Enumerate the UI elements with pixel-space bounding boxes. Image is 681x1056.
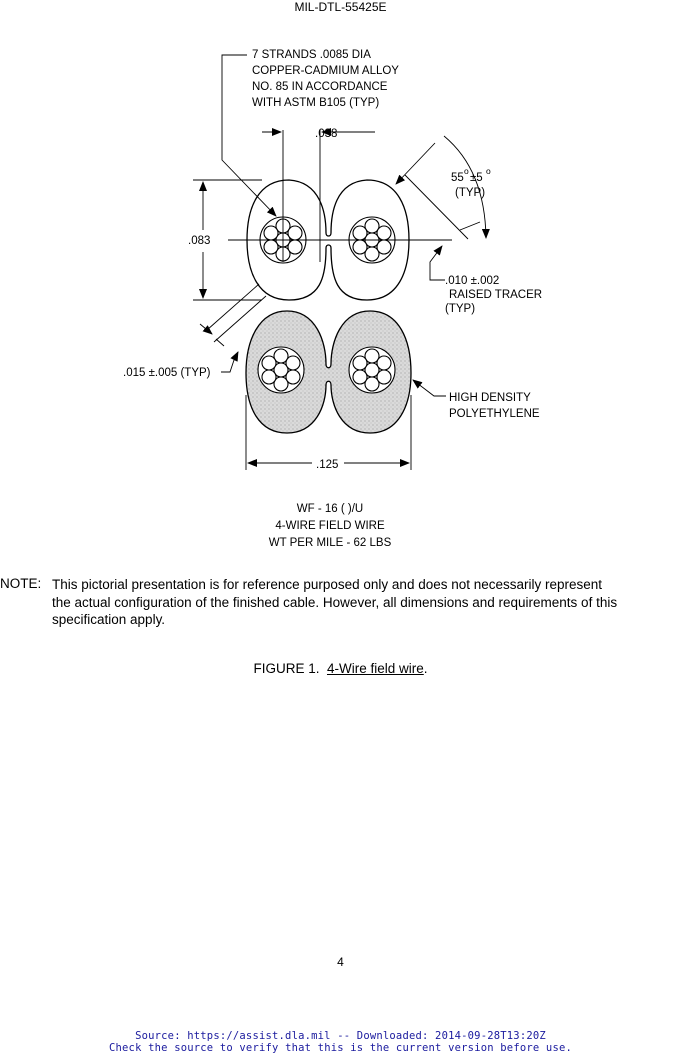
insulation-leader xyxy=(412,379,446,397)
note-label: NOTE: xyxy=(0,576,42,591)
angle-dimension xyxy=(395,135,490,240)
conductor-bottom-left xyxy=(257,346,305,394)
svg-text:COPPER-CADMIUM ALLOY: COPPER-CADMIUM ALLOY xyxy=(252,65,399,77)
svg-text:7 STRANDS .0085 DIA: 7 STRANDS .0085 DIA xyxy=(252,49,371,61)
raised-tracer-note: .010 ±.002 RAISED TRACER (TYP) xyxy=(445,275,542,315)
strand-note-leader xyxy=(221,54,277,217)
svg-text:WITH ASTM B105 (TYP): WITH ASTM B105 (TYP) xyxy=(252,97,379,109)
conductor-bottom-right xyxy=(348,346,396,394)
note-line: This pictorial presentation is for refer… xyxy=(52,577,603,592)
figure-title-caption: 4-Wire field wire xyxy=(326,661,424,676)
figure-title-suffix: . xyxy=(423,661,428,676)
insulation-note: HIGH DENSITY POLYETHYLENE xyxy=(449,392,540,420)
svg-text:HIGH DENSITY: HIGH DENSITY xyxy=(449,392,531,404)
figure-title-prefix: FIGURE 1. xyxy=(253,661,320,676)
svg-text:WT PER MILE - 62 LBS: WT PER MILE - 62 LBS xyxy=(269,537,392,549)
dimension-083-label: .083 xyxy=(188,235,210,247)
svg-text:NO. 85 IN ACCORDANCE: NO. 85 IN ACCORDANCE xyxy=(252,81,388,93)
note-line: the actual configuration of the finished… xyxy=(52,594,618,610)
svg-text:POLYETHYLENE: POLYETHYLENE xyxy=(449,408,540,420)
dimension-015-label: .015 ±.005 (TYP) xyxy=(123,367,211,379)
svg-text:o: o xyxy=(464,166,469,176)
svg-text:o: o xyxy=(486,166,491,176)
svg-text:.010 ±.002: .010 ±.002 xyxy=(445,275,499,287)
svg-text:WF - 16 ( )/U: WF - 16 ( )/U xyxy=(297,503,363,515)
svg-text:(TYP): (TYP) xyxy=(445,303,475,315)
dimension-015 xyxy=(199,283,267,373)
cable-cross-section-figure: 7 STRANDS .0085 DIA COPPER-CADMIUM ALLOY… xyxy=(123,49,542,549)
wire-designation: WF - 16 ( )/U 4-WIRE FIELD WIRE WT PER M… xyxy=(269,503,392,549)
figure-title: FIGURE 1. 4-Wire field wire. xyxy=(0,661,681,676)
note-body: This pictorial presentation is for refer… xyxy=(52,576,681,629)
dimension-038-label: .038 xyxy=(315,128,337,140)
dimension-125-label: .125 xyxy=(316,459,338,471)
document-id-header: MIL-DTL-55425E xyxy=(294,0,387,14)
svg-text:4-WIRE FIELD WIRE: 4-WIRE FIELD WIRE xyxy=(275,520,385,532)
svg-text:(TYP): (TYP) xyxy=(455,187,485,199)
bottom-pair-insulation xyxy=(245,310,412,434)
centerlines xyxy=(193,130,452,301)
footer-source-line: Source: https://assist.dla.mil -- Downlo… xyxy=(135,1030,546,1042)
svg-text:RAISED TRACER: RAISED TRACER xyxy=(449,289,542,301)
svg-text:55: 55 xyxy=(451,172,464,184)
note-line: specification apply. xyxy=(52,612,166,627)
page-number: 4 xyxy=(337,955,344,969)
raised-tracer-leader xyxy=(429,245,445,281)
dimension-125 xyxy=(245,395,412,470)
footer-verify-line: Check the source to verify that this is … xyxy=(108,1042,573,1054)
strand-note-text: 7 STRANDS .0085 DIA COPPER-CADMIUM ALLOY… xyxy=(252,49,399,109)
svg-text:±5: ±5 xyxy=(470,172,483,184)
angle-label: 55 o ±5 o (TYP) xyxy=(451,166,491,199)
